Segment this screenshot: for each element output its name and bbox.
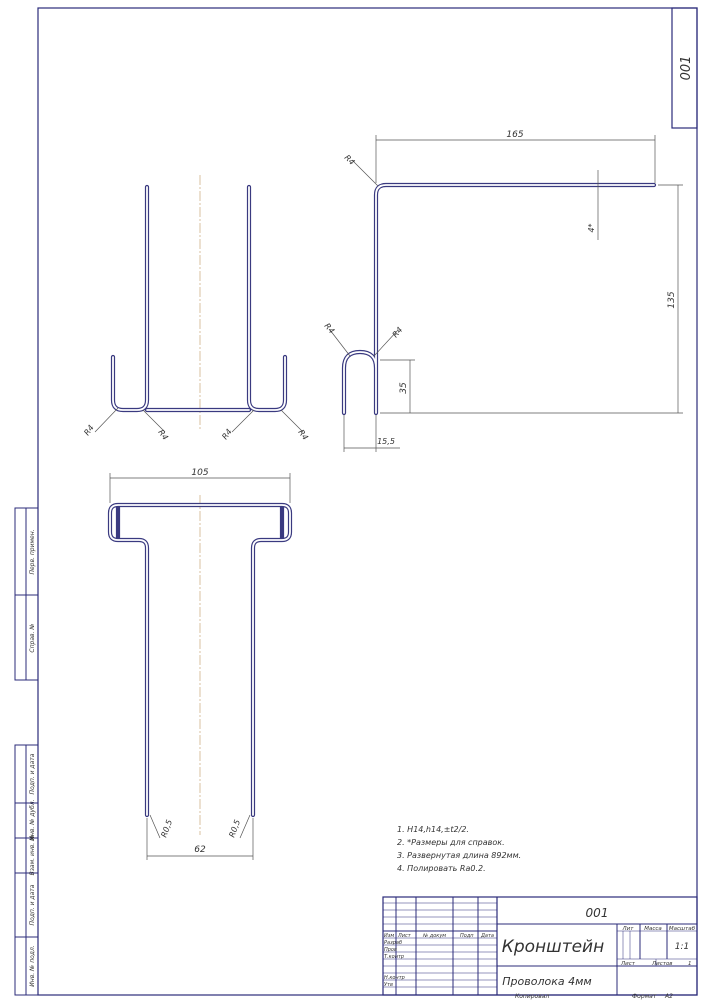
- scale-label: Масштаб: [669, 926, 696, 932]
- technical-notes: 1. H14,h14,±t2/2. 2. *Размеры для справо…: [397, 825, 521, 873]
- radius-label: R4: [220, 427, 233, 441]
- drawing-frame: [37, 7, 698, 996]
- header-label: Дата: [480, 933, 494, 939]
- front-view: R4 R4 R4 R4: [82, 175, 310, 442]
- role-label: Т.контр: [384, 954, 404, 960]
- role-label: Пров: [384, 947, 397, 953]
- note: 1. H14,h14,±t2/2.: [397, 825, 469, 834]
- strip-label: Перв. примен.: [29, 529, 36, 574]
- dim-4: 4*: [587, 223, 596, 232]
- strip-label: Справ. №: [29, 623, 36, 652]
- format-label: Формат: [632, 993, 657, 1000]
- radius-label: R4: [322, 322, 336, 336]
- dim-62: 62: [194, 845, 206, 855]
- header-label: Изм: [384, 933, 394, 939]
- lit-label: Лит: [622, 926, 635, 932]
- sheets-label: Листов: [651, 961, 673, 967]
- strip-label: Инв. № дубл.: [29, 799, 36, 840]
- dim-135: 135: [667, 291, 677, 308]
- designation-box: [671, 7, 698, 129]
- dim-165: 165: [506, 130, 523, 140]
- side-view: 165 135 35 15,5 4* R4 R4 R4: [322, 130, 683, 452]
- note: 2. *Размеры для справок.: [397, 838, 505, 847]
- dim-15-5: 15,5: [377, 437, 395, 446]
- scale-value: 1:1: [675, 942, 689, 952]
- strip-label: Взам. инв. №: [29, 835, 36, 876]
- role-label: Н.контр: [384, 975, 405, 981]
- role-label: Утв: [384, 982, 393, 988]
- radius-label: R0,5: [159, 818, 174, 838]
- format-value: A2: [664, 993, 673, 1000]
- radius-label: R4: [156, 428, 169, 442]
- strip-label: Подп. и дата: [29, 753, 36, 794]
- radius-label: R4: [343, 153, 357, 167]
- role-label: Разраб: [384, 940, 402, 946]
- header-label: Подп: [460, 933, 474, 939]
- header-label: Лист: [397, 933, 412, 939]
- designation-rotated: 001: [679, 56, 694, 81]
- strip-label: Подп. и дата: [29, 884, 36, 925]
- radius-label: R0,5: [227, 818, 242, 838]
- copied-label: Копировал: [515, 993, 549, 1000]
- sheet-label: Лист: [620, 961, 636, 967]
- radius-label: R4: [82, 423, 95, 437]
- strip-label: Инв. № подл.: [29, 945, 36, 986]
- title-block: 001 Кронштейн Проволока 4мм Лит Масса Ма…: [382, 896, 698, 1000]
- radius-label: R4: [296, 428, 309, 442]
- mass-label: Масса: [644, 926, 662, 932]
- header-label: № докум: [422, 933, 446, 939]
- sheets-value: 1: [688, 961, 692, 967]
- side-strip: Перв. примен. Справ. № Подп. и дата Инв.…: [14, 507, 39, 996]
- dim-35: 35: [399, 382, 409, 394]
- material: Проволока 4мм: [502, 975, 591, 988]
- designation: 001: [586, 906, 609, 920]
- top-view: 105 62 R0,5 R0,5: [107, 468, 293, 860]
- radius-label: R4: [391, 325, 405, 339]
- note: 4. Полировать Ra0.2.: [397, 864, 486, 873]
- part-title: Кронштейн: [502, 937, 604, 957]
- dim-105: 105: [191, 468, 208, 478]
- note: 3. Развернутая длина 892мм.: [397, 851, 521, 860]
